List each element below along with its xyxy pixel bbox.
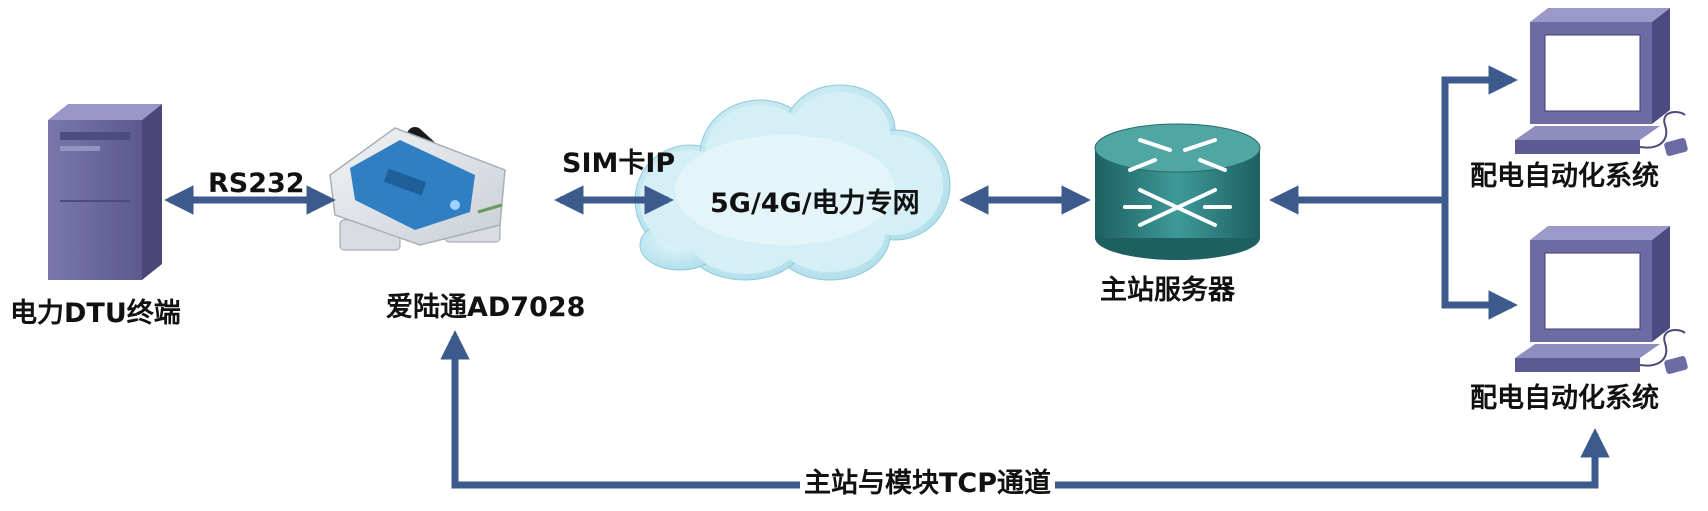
- tcp-channel-path: [440, 330, 1610, 489]
- tcp-channel-label: 主站与模块TCP通道: [800, 470, 1056, 497]
- modem-label: 爱陆通AD7028: [386, 292, 586, 323]
- rs232-label: RS232: [208, 168, 305, 199]
- dtu-label: 电力DTU终端: [10, 298, 181, 329]
- pc-monitor-icon-2: [1515, 226, 1688, 374]
- modem-device-icon: [329, 127, 506, 251]
- server-label: 主站服务器: [1100, 275, 1235, 306]
- pc-branch-lines: [1441, 76, 1500, 309]
- sim-ip-label: SIM卡IP: [562, 148, 676, 179]
- pc1-label: 配电自动化系统: [1470, 161, 1659, 192]
- dtu-tower-icon: [48, 104, 162, 280]
- server-router-icon: [1094, 123, 1261, 260]
- network-cloud-icon: [634, 84, 951, 281]
- network-label: 5G/4G/电力专网: [710, 188, 920, 219]
- pc2-label: 配电自动化系统: [1470, 383, 1659, 414]
- pc-monitor-icon-1: [1515, 8, 1688, 156]
